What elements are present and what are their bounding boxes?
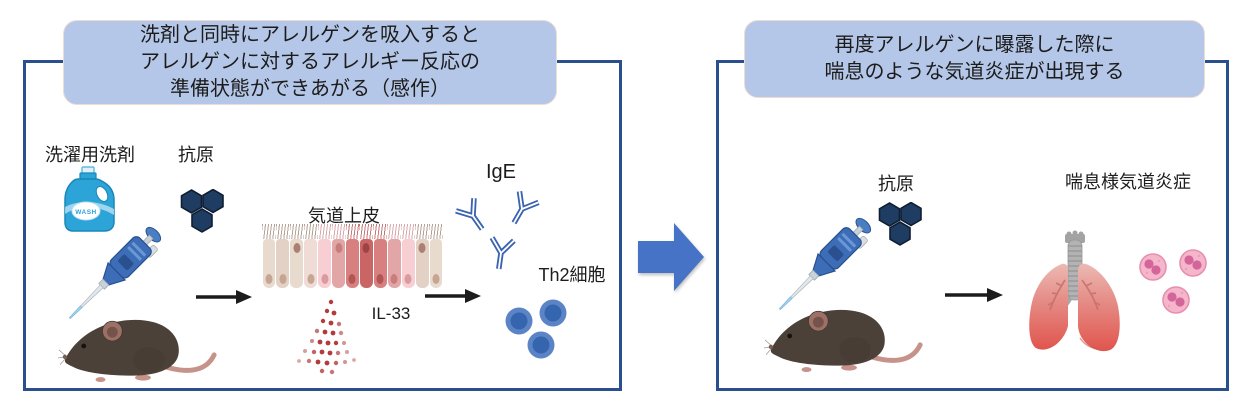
ige-antibody-icon [489,236,516,270]
bottle-wash-text: WASH [75,209,97,216]
mouse-icon [58,319,217,383]
arrow-right-icon [425,289,481,303]
challenge-header: 再度アレルゲンに曝露した際に 喘息のような気道炎症が出現する [744,20,1205,98]
ige-label: IgE [485,161,517,183]
pipette-icon [68,226,162,320]
sensitization-header-line3: 準備状態ができあがる（感作） [170,78,450,100]
sensitization-header-line1: 洗剤と同時にアレルゲンを吸入すると [140,24,480,46]
il33-dots-icon [297,299,356,375]
antigen-label-right: 抗原 [878,174,914,194]
antigen-label-left: 抗原 [178,145,214,165]
sensitization-header-line2: アレルゲンに対するアレルギー反応の [140,51,480,73]
th2-cell-icon [505,299,567,359]
il33-label: IL-33 [371,304,411,323]
antigen-hexagons-icon [878,202,922,246]
arrow-right-icon [196,290,252,304]
inflammation-label: 喘息様気道炎症 [1065,172,1191,192]
ige-antibody-icon [455,198,485,231]
ige-antibody-icon [511,190,540,225]
big-blue-arrow-icon [638,223,704,291]
challenge-header-line1: 再度アレルゲンに曝露した際に [834,34,1115,56]
mouse-icon [764,309,923,373]
sensitization-header: 洗剤と同時にアレルゲンを吸入すると アレルゲンに対するアレルギー反応の 準備状態… [63,20,557,105]
eosinophil-cells-icon [1139,249,1207,314]
airway-epithelium-icon [262,224,443,288]
challenge-panel: 抗原 [716,60,1229,391]
challenge-header-line2: 喘息のような気道炎症が出現する [824,61,1125,83]
antigen-hexagons-icon [180,189,224,233]
epithelial-cells [262,239,443,288]
lungs-icon [1029,230,1120,352]
sensitization-panel: 洗濯用洗剤 抗原 WASH [23,60,622,391]
arrow-right-icon [945,288,1003,302]
th2-label: Th2細胞 [538,265,606,285]
cilia [262,224,443,239]
epithelium-label: 気道上皮 [308,206,380,226]
detergent-label: 洗濯用洗剤 [45,145,135,165]
pipette-icon [778,217,872,311]
detergent-bottle-icon: WASH [64,166,115,232]
